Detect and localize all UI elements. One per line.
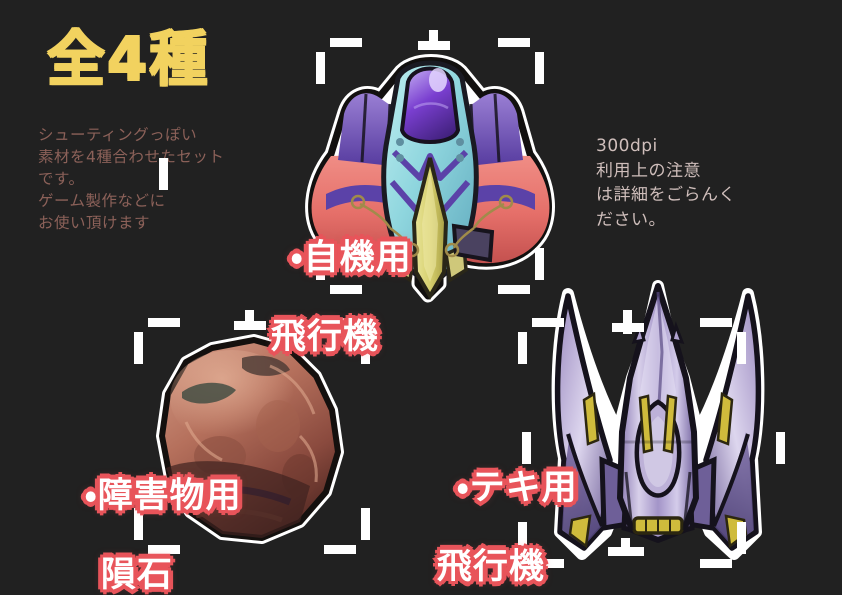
crop-mark-enemy-top-left — [518, 318, 564, 364]
crop-mark-enemy-bottom-right — [700, 522, 746, 568]
crop-mark-meteor-top-right — [324, 318, 370, 364]
crop-mark-meteor-top-center — [234, 310, 266, 330]
crop-mark-player-top-right — [498, 38, 544, 84]
caption-enemy-ship: ・テキ用 飛行機 — [404, 430, 578, 595]
crop-mark-meteor-bottom-right — [324, 508, 370, 554]
description-text: シューティングっぽい 素材を4種合わせたセット です。 ゲーム製作などに お使い… — [38, 126, 225, 232]
caption-meteor-line1: ・障害物用 — [84, 476, 242, 517]
caption-meteor-line2: 隕石 — [100, 554, 173, 595]
crop-mark-player-bottom-left — [316, 248, 362, 294]
enemy-spaceship-icon — [498, 280, 818, 572]
caption-player-line2: 飛行機 — [270, 316, 379, 357]
crop-mark-enemy-bottom-center — [608, 538, 644, 558]
page-title: 全4種 — [46, 22, 209, 94]
caption-player-line1: ・自機用 — [290, 238, 412, 279]
crop-mark-player-top-center — [418, 30, 450, 50]
crop-mark-meteor-bottom-left — [134, 508, 180, 554]
crop-mark-enemy-bottom-left — [518, 522, 564, 568]
crop-mark-enemy-left — [518, 432, 538, 464]
meteor-rock-icon — [150, 334, 350, 554]
caption-enemy-line2: 飛行機 — [436, 546, 545, 587]
crop-mark-player-left — [148, 158, 168, 190]
crop-mark-meteor-top-left — [134, 318, 180, 364]
usage-note-text: 300dpi 利用上の注意 は詳細をごらんく ださい。 — [596, 136, 736, 230]
crop-mark-enemy-right — [768, 432, 788, 464]
caption-player-ship: ・自機用 飛行機 — [238, 200, 412, 435]
crop-mark-player-bottom-right — [498, 248, 544, 294]
crop-mark-player-top-left — [316, 38, 362, 84]
caption-enemy-line1: ・テキ用 — [456, 468, 578, 509]
caption-meteor: ・障害物用 隕石 — [32, 438, 242, 595]
player-spaceship-icon — [268, 34, 588, 303]
crop-mark-enemy-top-right — [700, 318, 746, 364]
crop-mark-enemy-top-center — [612, 310, 644, 334]
